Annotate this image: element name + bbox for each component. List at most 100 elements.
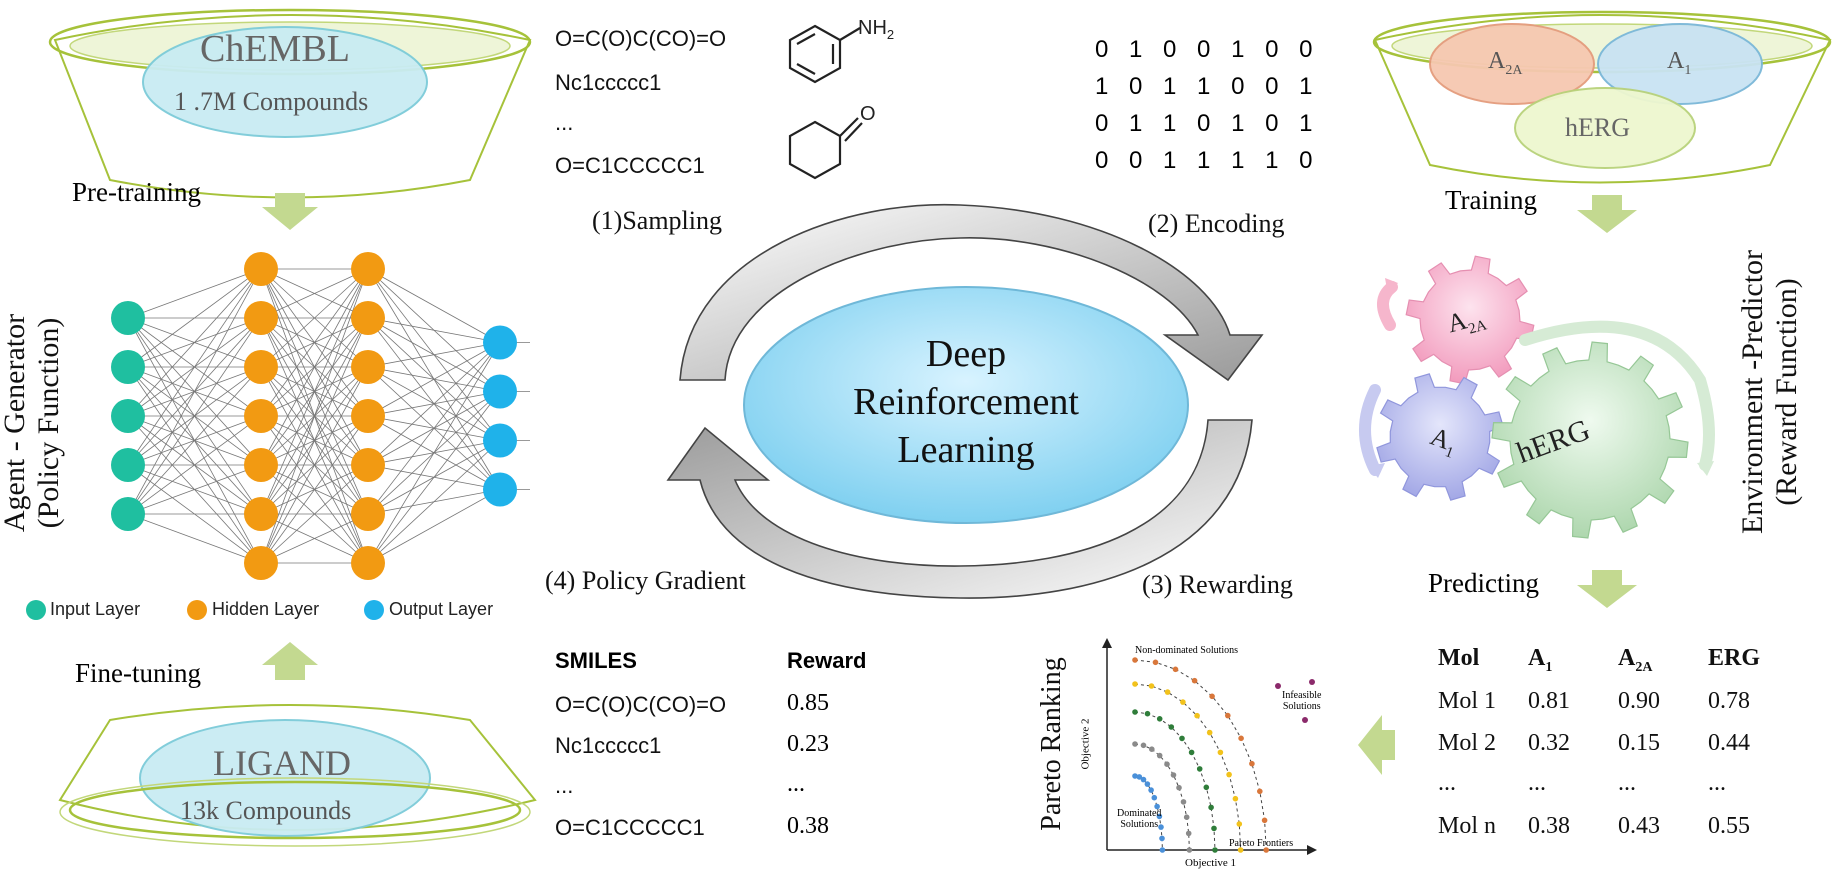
pareto-xlabel: Objective 1 [1185, 857, 1237, 869]
pred-header-mol: Mol [1438, 645, 1480, 671]
nn-hidden-node [244, 399, 278, 433]
pareto-point [1156, 716, 1163, 722]
pareto-point [1257, 788, 1263, 795]
pareto-point [1186, 847, 1193, 853]
pred-row-4-a1: 0.38 [1528, 813, 1570, 839]
pareto-point [1261, 817, 1268, 824]
gear-rotation-arrows [1359, 278, 1715, 478]
cyclohexanone-structure [788, 117, 863, 180]
nn-edge [260, 268, 369, 564]
bit-row-4: 0 0 1 1 1 1 0 [1095, 147, 1315, 174]
neural-network [111, 252, 530, 580]
nn-edge [367, 342, 501, 466]
pareto-point [1132, 657, 1138, 663]
smiles-2: Nc1ccccc1 [555, 70, 662, 95]
cycle-arrow-bottom [666, 419, 1253, 599]
nn-edge [127, 415, 262, 515]
pareto-point [1236, 821, 1243, 827]
pareto-point [1140, 776, 1147, 783]
nn-input-node [111, 448, 145, 482]
pred-header-a1: A1 [1528, 645, 1553, 675]
pareto-point [1183, 814, 1190, 820]
pareto-point [1226, 771, 1232, 778]
pareto-point [1209, 693, 1215, 700]
nn-edge [367, 342, 501, 417]
pred-header-erg: ERG [1708, 645, 1761, 671]
pred-row-2-a1: 0.32 [1528, 730, 1570, 756]
pareto-point [1151, 794, 1158, 801]
target-a1: A1 [1667, 48, 1692, 78]
pareto-point [1156, 752, 1163, 759]
pareto-point [1168, 724, 1175, 730]
legend-hidden-dot [187, 600, 207, 620]
nn-edge [367, 489, 501, 564]
nn-edge [367, 342, 501, 515]
legend-input-dot [26, 600, 46, 620]
reward-row-4-value: 0.38 [787, 813, 829, 839]
nn-edge [127, 268, 262, 466]
pareto-point [1132, 741, 1138, 747]
infeasible-point [1275, 683, 1281, 689]
pareto-point [1196, 766, 1203, 772]
target-a2a: A2A [1488, 48, 1523, 78]
nn-hidden-node [351, 546, 385, 580]
core-ellipse [743, 286, 1189, 524]
pareto-title: Pareto Ranking [1036, 657, 1067, 831]
pareto-point [1212, 847, 1218, 853]
ligand-count: 13k Compounds [180, 796, 352, 825]
nn-edge [260, 366, 369, 564]
reward-row-3-smiles: ... [555, 773, 574, 798]
pred-row-2-a2a: 0.15 [1618, 730, 1660, 756]
arrow-training [1577, 195, 1637, 233]
nn-edge [127, 366, 262, 515]
pareto-point [1238, 735, 1244, 742]
nn-hidden-node [244, 252, 278, 286]
nn-input-node [111, 301, 145, 335]
nn-edge [127, 268, 262, 368]
pareto-point [1144, 781, 1151, 787]
nn-edge [367, 440, 501, 564]
pareto-point [1188, 749, 1195, 756]
pareto-point [1156, 813, 1163, 820]
pareto-point [1164, 689, 1171, 695]
nn-input-node [111, 497, 145, 531]
nn-edge [367, 317, 501, 343]
target-herg: hERG [1565, 113, 1630, 142]
legend-input-label: Input Layer [50, 599, 141, 619]
nn-edge [127, 268, 262, 417]
oxygen-label: O [860, 103, 876, 125]
nh2-label: NH2 [858, 17, 895, 42]
nn-hidden-node [351, 448, 385, 482]
pareto-point [1249, 760, 1255, 767]
pareto-ylabel: Objective 2 [1079, 718, 1092, 770]
pareto-point [1159, 835, 1165, 842]
pareto-point [1211, 825, 1217, 832]
pareto-point [1154, 803, 1160, 810]
pareto-point [1176, 784, 1182, 791]
pareto-point [1263, 847, 1269, 853]
pred-row-2-erg: 0.44 [1708, 730, 1750, 756]
nn-hidden-node [351, 301, 385, 335]
nn-output-node [483, 374, 517, 409]
smiles-3: ... [555, 110, 574, 135]
step-rewarding: (3) Rewarding [1142, 570, 1293, 599]
chembl-bowl [48, 8, 532, 199]
cycle-arrow-top [679, 203, 1264, 382]
nn-edge [127, 268, 262, 319]
nn-edge [127, 317, 262, 515]
pareto-point [1140, 742, 1147, 749]
nn-hidden-node [244, 448, 278, 482]
nn-edge [127, 268, 262, 515]
reward-row-2-value: 0.23 [787, 731, 829, 757]
nn-hidden-node [244, 350, 278, 384]
arrow-finetuning [262, 642, 318, 680]
pareto-frontier-curve [1134, 743, 1190, 851]
pareto-point [1217, 749, 1224, 756]
gear-a2a [1405, 255, 1535, 385]
pareto-frontier-curve [1134, 659, 1267, 851]
pred-row-3-erg: ... [1708, 770, 1726, 796]
reward-row-2-smiles: Nc1ccccc1 [555, 733, 662, 758]
legend-output-dot [364, 600, 384, 620]
step-encoding: (2) Encoding [1148, 209, 1285, 238]
